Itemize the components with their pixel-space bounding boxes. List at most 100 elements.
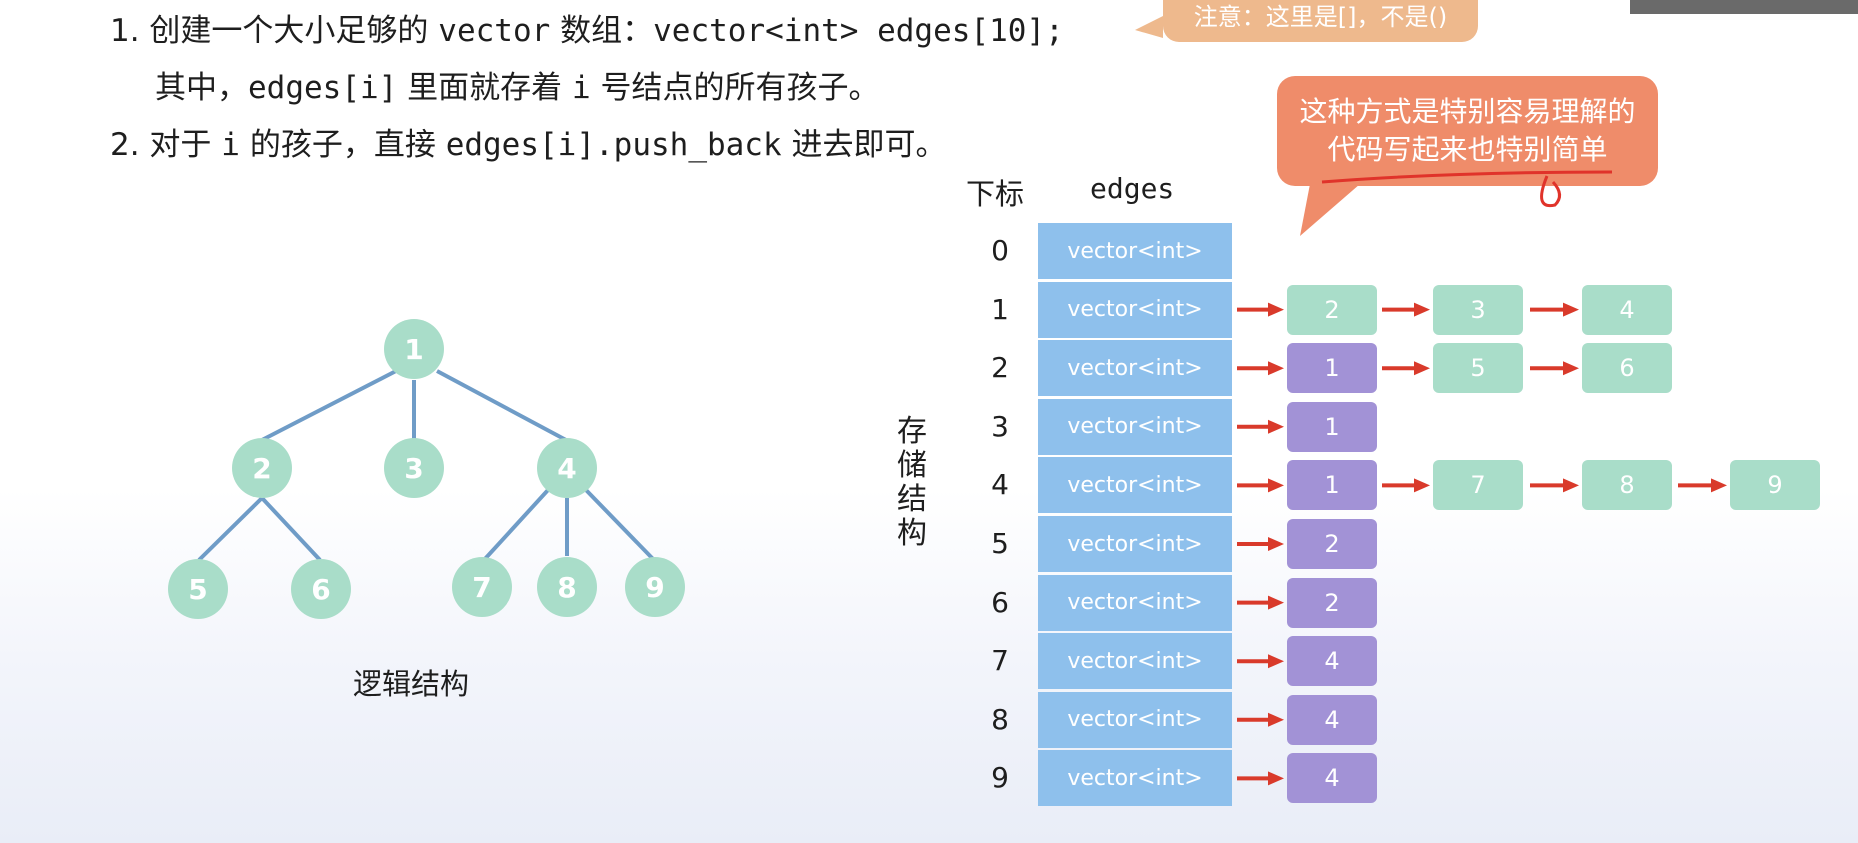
index-label-7: 7	[991, 644, 1009, 678]
parent-node-2-0: 1	[1287, 343, 1377, 394]
storage-arrow	[1237, 419, 1284, 434]
explain-callout-tail	[1300, 184, 1360, 236]
tree-node-2: 2	[232, 438, 292, 498]
storage-arrow	[1237, 361, 1284, 376]
line2-prefix: 其中，	[155, 70, 248, 106]
tree-node-1: 1	[384, 319, 444, 379]
child-node-4-1: 7	[1433, 460, 1523, 511]
line2-code-edges: edges[i]	[248, 70, 398, 106]
line2-code-i: i	[572, 70, 591, 106]
index-label-5: 5	[991, 527, 1009, 560]
corner-video-thumbnail	[1630, 0, 1858, 14]
child-node-2-2: 6	[1582, 343, 1672, 394]
parent-node-6-0: 2	[1287, 577, 1377, 628]
parent-node-9-0: 4	[1287, 753, 1377, 804]
vector-cell-1: vector<int>	[1038, 281, 1232, 338]
callout-underline-loop	[1540, 175, 1561, 208]
parent-node-3-0: 1	[1287, 401, 1377, 452]
storage-arrow	[1237, 654, 1284, 669]
index-label-6: 6	[991, 585, 1009, 619]
instruction-line-1: 1. 创建一个大小足够的 vector 数组：vector<int> edges…	[110, 16, 1064, 47]
vector-cell-9: vector<int>	[1038, 750, 1232, 807]
child-node-4-3: 9	[1730, 460, 1820, 511]
line2-mid: 里面就存着	[397, 70, 573, 106]
line1-mid: 数组：	[550, 13, 654, 49]
tree-node-7: 7	[452, 557, 512, 617]
vector-cell-8: vector<int>	[1038, 691, 1232, 748]
tree-node-6: 6	[291, 559, 351, 619]
storage-arrows	[1237, 302, 1727, 786]
storage-arrow	[1237, 478, 1284, 493]
instruction-line-3: 2. 对于 i 的孩子，直接 edges[i].push_back 进去即可。	[110, 130, 947, 161]
index-label-9: 9	[991, 761, 1009, 795]
tree-edge-2-5	[197, 496, 264, 562]
storage-arrow	[1530, 478, 1579, 493]
index-label-1: 1	[991, 292, 1009, 326]
tree-edges	[197, 369, 656, 562]
note-callout-tail	[1135, 16, 1163, 38]
storage-arrow	[1237, 771, 1284, 786]
storage-arrow	[1382, 478, 1430, 493]
index-label-0: 0	[991, 234, 1009, 267]
parent-node-7-0: 4	[1287, 636, 1377, 687]
child-node-2-1: 5	[1433, 343, 1523, 394]
storage-arrow	[1678, 478, 1727, 493]
index-label-3: 3	[991, 409, 1009, 443]
storage-arrow	[1530, 302, 1579, 317]
note-callout-text: 注意：这里是[]，不是()	[1193, 3, 1448, 31]
storage-arrow	[1382, 361, 1430, 376]
note-callout-top: 注意：这里是[]，不是()	[1163, 0, 1478, 42]
tree-edge-2-6	[260, 496, 322, 562]
vector-cell-2: vector<int>	[1038, 340, 1232, 397]
line3-prefix: 2. 对于	[110, 127, 222, 163]
tree-edge-1-4	[436, 369, 567, 442]
index-label-2: 2	[991, 351, 1009, 385]
line2-suffix: 号结点的所有孩子。	[590, 70, 880, 106]
storage-arrow	[1237, 595, 1284, 610]
storage-arrow	[1237, 712, 1284, 727]
tree-node-3: 3	[384, 438, 444, 498]
explain-callout-line2: 代码写起来也特别简单	[1327, 133, 1608, 166]
tree-node-4: 4	[537, 438, 597, 498]
instruction-line-2: 其中，edges[i] 里面就存着 i 号结点的所有孩子。	[155, 73, 880, 104]
line1-prefix: 1. 创建一个大小足够的	[110, 13, 439, 49]
explain-callout-line1: 这种方式是特别容易理解的	[1299, 95, 1636, 128]
line3-mid: 的孩子，直接	[239, 127, 446, 163]
line3-code-push: edges[i].push_back	[445, 127, 782, 163]
child-node-1-1: 3	[1433, 284, 1523, 335]
line3-suffix: 进去即可。	[781, 127, 947, 163]
parent-node-5-0: 2	[1287, 519, 1377, 569]
edges-header: edges	[1090, 172, 1175, 205]
index-header: 下标	[966, 177, 1025, 211]
child-node-1-2: 4	[1582, 284, 1672, 335]
line1-code-vector: vector	[438, 13, 551, 49]
vector-cell-5: vector<int>	[1038, 516, 1232, 572]
parent-node-8-0: 4	[1287, 694, 1377, 745]
explain-callout: 这种方式是特别容易理解的 代码写起来也特别简单	[1277, 76, 1658, 186]
tree-edge-4-9	[584, 488, 656, 562]
storage-arrow	[1237, 302, 1284, 317]
tree-edge-4-7	[482, 488, 550, 562]
storage-vertical-label: 存储结构	[897, 414, 927, 551]
vector-cell-7: vector<int>	[1038, 633, 1232, 690]
line3-code-i: i	[221, 127, 240, 163]
callout-underline	[1321, 170, 1613, 184]
storage-arrow	[1382, 302, 1430, 317]
vector-cell-4: vector<int>	[1038, 457, 1232, 514]
index-label-8: 8	[991, 702, 1009, 736]
tree-node-9: 9	[625, 557, 685, 617]
vector-cell-3: vector<int>	[1038, 398, 1232, 455]
tree-node-5: 5	[168, 559, 228, 619]
tree-node-8: 8	[537, 557, 597, 617]
child-node-1-0: 2	[1287, 284, 1377, 335]
storage-arrow	[1530, 361, 1579, 376]
tree-edge-1-2	[261, 369, 397, 442]
parent-node-4-0: 1	[1287, 460, 1377, 511]
vector-cell-0: vector<int>	[1038, 223, 1232, 279]
tree-caption: 逻辑结构	[353, 667, 470, 701]
vector-cell-6: vector<int>	[1038, 574, 1232, 631]
index-label-4: 4	[991, 468, 1009, 502]
storage-arrow	[1237, 537, 1284, 551]
line1-code-decl: vector<int> edges[10];	[653, 13, 1064, 49]
